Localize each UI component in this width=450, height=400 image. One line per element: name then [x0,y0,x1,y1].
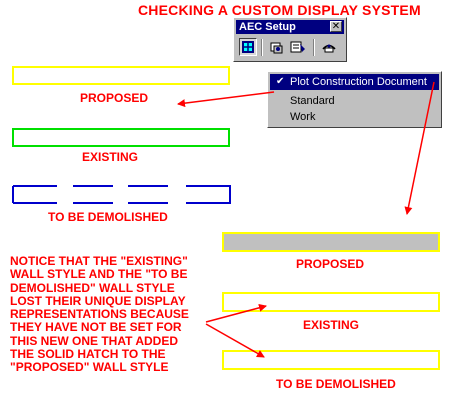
proposed-wall-right-hatched [222,232,440,252]
proposed-label-right: PROPOSED [296,257,365,271]
aec-setup-toolbar[interactable]: AEC Setup ✕ [233,17,347,62]
list-item-standard[interactable]: Standard [270,93,439,109]
existing-wall-left [12,128,230,147]
close-icon: ✕ [331,21,341,32]
settings-button[interactable] [320,38,338,56]
demolished-wall-segment [12,185,57,204]
display-config-button[interactable] [239,38,257,56]
toolbar-separator [261,39,263,56]
display-config-icon [242,41,254,53]
display-configuration-list[interactable]: ✔ Plot Construction Document Standard Wo… [267,71,442,128]
proposed-label-left: PROPOSED [80,91,149,105]
demolished-wall-segment [73,185,113,204]
toolbar-separator [313,39,315,56]
demolished-wall-left [12,185,231,204]
display-props-icon [290,41,305,53]
layer-icon [270,42,283,54]
note-line: THEY HAVE NOT BE SET FOR [10,320,182,335]
settings-icon [322,44,336,53]
note-line: THIS NEW ONE THAT ADDED [10,333,178,348]
toolbar-title: AEC Setup [239,21,296,33]
note-line: DEMOLISHED" WALL STYLE [10,280,175,295]
note-line: WALL STYLE AND THE "TO BE [10,267,188,282]
demolished-label-right: TO BE DEMOLISHED [276,377,396,391]
arrow-to-existing-right [205,303,267,323]
display-props-button[interactable] [289,38,307,56]
list-item-work[interactable]: Work [270,109,439,125]
check-icon: ✔ [276,76,285,87]
list-item-plot-construction-document[interactable]: ✔ Plot Construction Document [270,74,439,90]
toolbar-titlebar[interactable]: AEC Setup ✕ [236,20,344,34]
demolished-label-left: TO BE DEMOLISHED [48,210,168,224]
arrow-to-proposed-right [404,81,435,215]
existing-wall-right [222,292,440,312]
close-button[interactable]: ✕ [330,21,342,32]
list-item-label: Work [290,111,316,123]
note-text: NOTICE THAT THE "EXISTING" WALL STYLE AN… [10,254,189,375]
demolished-wall-segment [186,185,231,204]
page-title: CHECKING A CUSTOM DISPLAY SYSTEM [138,2,421,18]
list-item-label: Standard [290,95,335,107]
demolished-wall-segment [128,185,168,204]
note-line: "PROPOSED" WALL STYLE [10,360,169,375]
layer-button[interactable] [268,38,286,56]
note-line: REPRESENTATIONS BECAUSE [10,307,189,322]
existing-label-left: EXISTING [82,150,139,164]
demolished-wall-right [222,350,440,370]
existing-label-right: EXISTING [303,318,360,332]
note-line: NOTICE THAT THE "EXISTING" [10,254,188,268]
arrow-to-proposed-left [177,91,275,108]
proposed-wall-left [12,66,230,85]
note-line: THE SOLID HATCH TO THE [10,347,166,362]
arrow-to-demolished-right [205,323,265,358]
list-item-label: Plot Construction Document [290,76,427,88]
note-line: LOST THEIR UNIQUE DISPLAY [10,293,186,308]
